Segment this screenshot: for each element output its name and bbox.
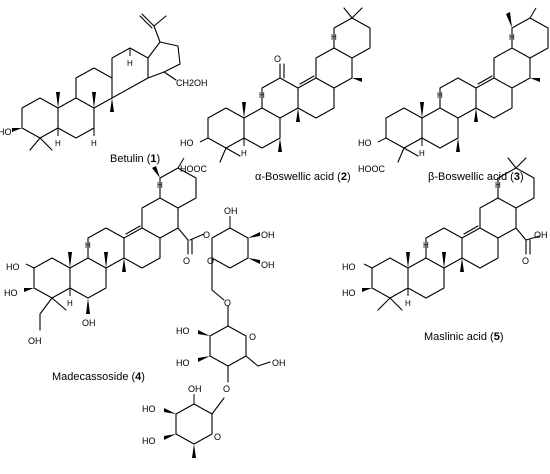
alpha-boswellic-h9-label: H <box>259 91 265 100</box>
betulin-h5-label: H <box>55 139 61 148</box>
caption-alpha-boswellic-number: 2 <box>341 171 347 183</box>
caption-maslinic-acid: Maslinic acid (5) <box>424 331 504 343</box>
rha-ho-3-label: HO <box>142 404 156 414</box>
maslinic-oh-label: OH <box>534 230 548 240</box>
glc2-ho-2-label: HO <box>176 326 190 336</box>
caption-madecassoside: Madecassoside (4) <box>52 371 145 383</box>
beta-boswellic-ho-label: HO <box>358 138 372 148</box>
beta-boswellic-h5-label: H <box>419 149 425 158</box>
beta-boswellic-hooc-label: HOOC <box>358 164 386 174</box>
caption-alpha-boswellic-acid: α-Boswellic acid (2) <box>255 171 351 183</box>
rha-ho-4-label: HO <box>142 436 156 446</box>
alpha-boswellic-hooc-label: HOOC <box>180 164 208 174</box>
caption-maslinic-name: Maslinic acid <box>424 331 487 343</box>
caption-betulin-number: 1 <box>150 153 156 165</box>
alpha-boswellic-h5-label: H <box>241 149 247 158</box>
madecassoside-ho-2-label: HO <box>6 262 20 272</box>
structure-beta-boswellic-acid: HO HOOC H H H β-Boswellic acid (3) <box>358 7 549 183</box>
structure-maslinic-acid: HO HO OH O H H H Maslinic acid (5) <box>342 157 548 343</box>
rha-ring-o-label: O <box>214 432 221 442</box>
maslinic-h18-label: H <box>495 181 501 190</box>
structure-alpha-boswellic-acid: HO O HOOC H H H α-Boswellic acid (2) <box>180 7 371 183</box>
glc2-ring-o-label: O <box>249 332 256 342</box>
alpha-boswellic-h18-label: H <box>331 33 337 42</box>
glc1-oh-2-label: OH <box>224 206 238 216</box>
madecassoside-ho-3-label: HO <box>4 288 18 298</box>
caption-beta-boswellic-acid: β-Boswellic acid (3) <box>428 171 524 183</box>
structure-madecassoside: HO HO OH OH O O H H H OH OH OH O O HO HO… <box>4 157 286 458</box>
caption-maslinic-number: 5 <box>494 331 500 343</box>
maslinic-h9-label: H <box>423 241 429 250</box>
glc2-oh-6-label: OH <box>272 358 286 368</box>
glc2-o4-label: O <box>223 384 230 394</box>
madecassoside-carbonyl-o-label: O <box>183 256 190 266</box>
caption-alpha-boswellic-name: α-Boswellic acid <box>255 171 334 183</box>
madecassoside-h9-label: H <box>85 241 91 250</box>
glc1-o6-label: O <box>224 298 231 308</box>
maslinic-carbonyl-o-label: O <box>522 256 529 266</box>
alpha-boswellic-o-label: O <box>274 54 281 64</box>
madecassoside-oh-6-label: OH <box>82 318 96 328</box>
betulin-h9-label: H <box>91 139 97 148</box>
structure-betulin: HO CH2OH H H H Betulin (1) <box>0 13 208 165</box>
caption-madecassoside-number: 4 <box>135 371 142 383</box>
glc1-oh-3-label: OH <box>261 230 275 240</box>
madecassoside-h18-label: H <box>157 181 163 190</box>
glc1-oh-4-label: OH <box>261 260 275 270</box>
maslinic-ho-3-label: HO <box>342 288 356 298</box>
beta-boswellic-h18-label: H <box>509 33 515 42</box>
caption-beta-boswellic-number: 3 <box>514 171 520 183</box>
maslinic-h5-label: H <box>405 299 411 308</box>
betulin-ch2oh-label: CH2OH <box>176 78 208 88</box>
alpha-boswellic-ho-label: HO <box>180 138 194 148</box>
glc2-ho-3-label: HO <box>176 358 190 368</box>
rha-oh-2-label: OH <box>188 384 202 394</box>
maslinic-ho-2-label: HO <box>342 262 356 272</box>
madecassoside-h5-label: H <box>67 299 73 308</box>
betulin-ho-label: HO <box>0 127 12 137</box>
glc1-ring-o-label: O <box>207 256 214 266</box>
caption-madecassoside-name: Madecassoside <box>52 371 128 383</box>
madecassoside-oh-23-label: OH <box>28 336 42 346</box>
betulin-h18-label: H <box>127 59 133 68</box>
madecassoside-ester-o-label: O <box>203 230 210 240</box>
caption-beta-boswellic-name: β-Boswellic acid <box>428 171 507 183</box>
caption-betulin: Betulin (1) <box>110 153 160 165</box>
beta-boswellic-h9-label: H <box>437 91 443 100</box>
caption-betulin-name: Betulin <box>110 153 144 165</box>
